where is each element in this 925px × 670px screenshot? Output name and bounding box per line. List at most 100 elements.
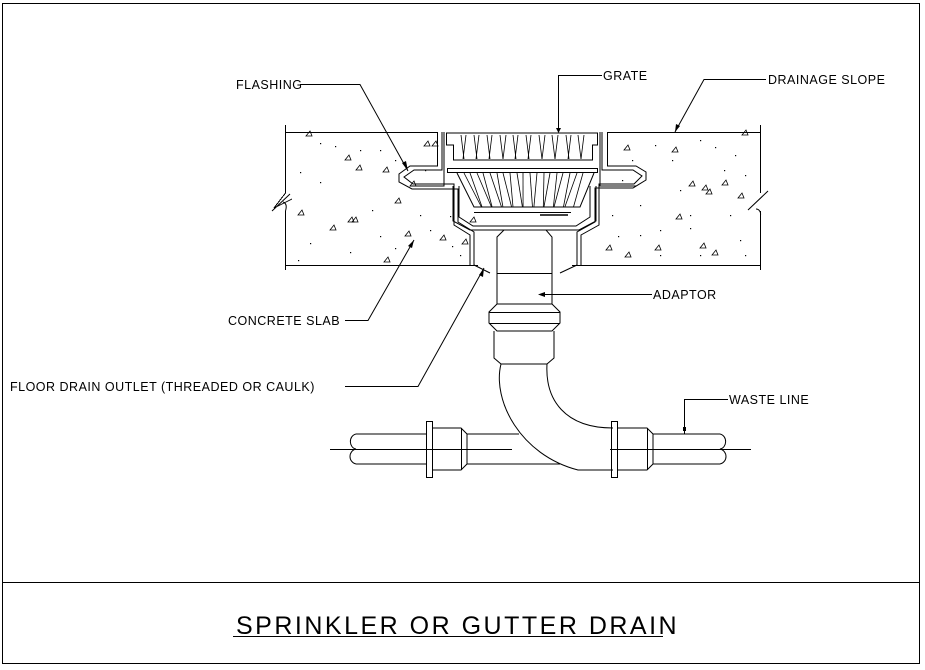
aggregate-triangle bbox=[344, 154, 352, 161]
aggregate-dot bbox=[380, 236, 382, 238]
grate-slat bbox=[552, 172, 558, 208]
aggregate-dot bbox=[715, 147, 717, 149]
aggregate-triangle bbox=[624, 251, 632, 258]
aggregate-dot bbox=[298, 260, 300, 262]
grate-slat bbox=[542, 172, 545, 208]
grate-slat bbox=[577, 134, 582, 160]
concrete-slab-arrowhead bbox=[408, 240, 414, 248]
label-concrete-slab: CONCRETE SLAB bbox=[228, 314, 340, 328]
aggregate-triangle bbox=[329, 224, 337, 231]
grate-slat bbox=[538, 134, 543, 160]
label-grate: GRATE bbox=[603, 69, 648, 83]
grate-slat bbox=[527, 134, 532, 160]
aggregate-dot bbox=[320, 143, 322, 145]
grate-slat bbox=[463, 172, 482, 208]
aggregate-triangle bbox=[404, 230, 412, 237]
drainage-slope-arrowhead bbox=[675, 124, 680, 132]
label-drainage-slope: DRAINAGE SLOPE bbox=[768, 73, 885, 87]
aggregate-dot bbox=[735, 155, 737, 157]
aggregate-dot bbox=[395, 248, 397, 250]
drawing-title: SPRINKLER OR GUTTER DRAIN bbox=[236, 612, 679, 640]
aggregate-dot bbox=[430, 230, 432, 232]
grate-slat bbox=[573, 172, 584, 208]
aggregate-triangle bbox=[297, 209, 305, 216]
aggregate-dot bbox=[320, 182, 322, 184]
aggregate-dot bbox=[460, 255, 462, 257]
grate-slat bbox=[489, 172, 502, 208]
flashing bbox=[398, 132, 647, 265]
aggregate-dot bbox=[372, 210, 374, 212]
waste-line-leader bbox=[684, 399, 728, 434]
floor-drain-outlet-leader bbox=[345, 267, 485, 387]
aggregate-dot bbox=[690, 228, 692, 230]
aggregate-dot bbox=[655, 145, 657, 147]
label-waste-line: WASTE LINE bbox=[729, 393, 809, 407]
grate-slat bbox=[580, 134, 585, 160]
label-floor-drain-outlet: FLOOR DRAIN OUTLET (THREADED OR CAULK) bbox=[10, 380, 315, 394]
aggregate-dot bbox=[640, 205, 642, 207]
aggregate-triangle bbox=[383, 256, 391, 263]
grate-slat bbox=[563, 172, 571, 208]
grate-leader bbox=[558, 75, 602, 132]
aggregate-triangle bbox=[675, 213, 683, 220]
aggregate-triangle bbox=[737, 192, 745, 199]
aggregate-triangle bbox=[701, 184, 709, 191]
aggregate-triangle bbox=[469, 216, 477, 223]
grate-slat bbox=[551, 134, 556, 160]
grate-slat bbox=[533, 172, 538, 208]
grate-arrowhead bbox=[556, 128, 561, 133]
grate-slat bbox=[488, 134, 493, 160]
grate-slat bbox=[553, 172, 564, 208]
aggregate-dot bbox=[690, 215, 692, 217]
adaptor bbox=[473, 229, 578, 365]
aggregate-triangle bbox=[705, 188, 713, 195]
aggregate-dot bbox=[730, 215, 732, 217]
grate-slat bbox=[469, 172, 483, 208]
floor-drain-outlet-arrowhead bbox=[479, 268, 484, 277]
grate-slat bbox=[476, 172, 492, 208]
flashing-arrowhead bbox=[402, 161, 408, 171]
aggregate-dot bbox=[745, 255, 747, 257]
aggregate-triangle bbox=[431, 140, 439, 147]
aggregate-dot bbox=[745, 175, 747, 177]
waste-line-arrowhead bbox=[683, 427, 686, 431]
grate-slat bbox=[529, 172, 533, 208]
grate-slat bbox=[462, 134, 467, 160]
aggregate-dot bbox=[640, 235, 642, 237]
drawing-border bbox=[2, 3, 920, 664]
aggregate-dot bbox=[680, 190, 682, 192]
elbow-pipe bbox=[498, 363, 614, 471]
aggregate-dot bbox=[420, 215, 422, 217]
flashing-leader bbox=[300, 84, 409, 172]
grate-slat bbox=[475, 134, 480, 160]
aggregate-dot bbox=[360, 150, 362, 152]
aggregate-dot bbox=[622, 180, 624, 182]
concrete-slab bbox=[271, 125, 769, 270]
aggregate-dot bbox=[660, 230, 662, 232]
aggregate-dot bbox=[452, 246, 454, 248]
aggregate-triangle bbox=[423, 140, 431, 147]
aggregate-dot bbox=[632, 160, 634, 162]
aggregate-dot bbox=[700, 255, 702, 257]
aggregate-triangle bbox=[605, 244, 613, 251]
aggregate-triangle bbox=[623, 144, 631, 151]
aggregate-triangle bbox=[711, 249, 719, 256]
aggregate-triangle bbox=[382, 166, 390, 173]
aggregate-dot bbox=[380, 150, 382, 152]
aggregate-dot bbox=[618, 236, 620, 238]
aggregate-triangle bbox=[654, 244, 662, 251]
grate-slat bbox=[496, 172, 504, 208]
aggregate-triangle bbox=[305, 130, 313, 137]
grate-slat bbox=[509, 172, 514, 208]
drainage-slope-leader bbox=[674, 79, 766, 133]
aggregate-triangle bbox=[394, 197, 402, 204]
aggregate-triangle bbox=[461, 238, 469, 245]
grate bbox=[446, 132, 598, 216]
aggregate-dot bbox=[660, 255, 662, 257]
aggregate-dot bbox=[300, 172, 302, 174]
aggregate-dot bbox=[724, 170, 726, 172]
waste-line-pipe bbox=[330, 421, 751, 478]
concrete-aggregate bbox=[297, 129, 749, 263]
aggregate-triangle bbox=[699, 242, 707, 249]
